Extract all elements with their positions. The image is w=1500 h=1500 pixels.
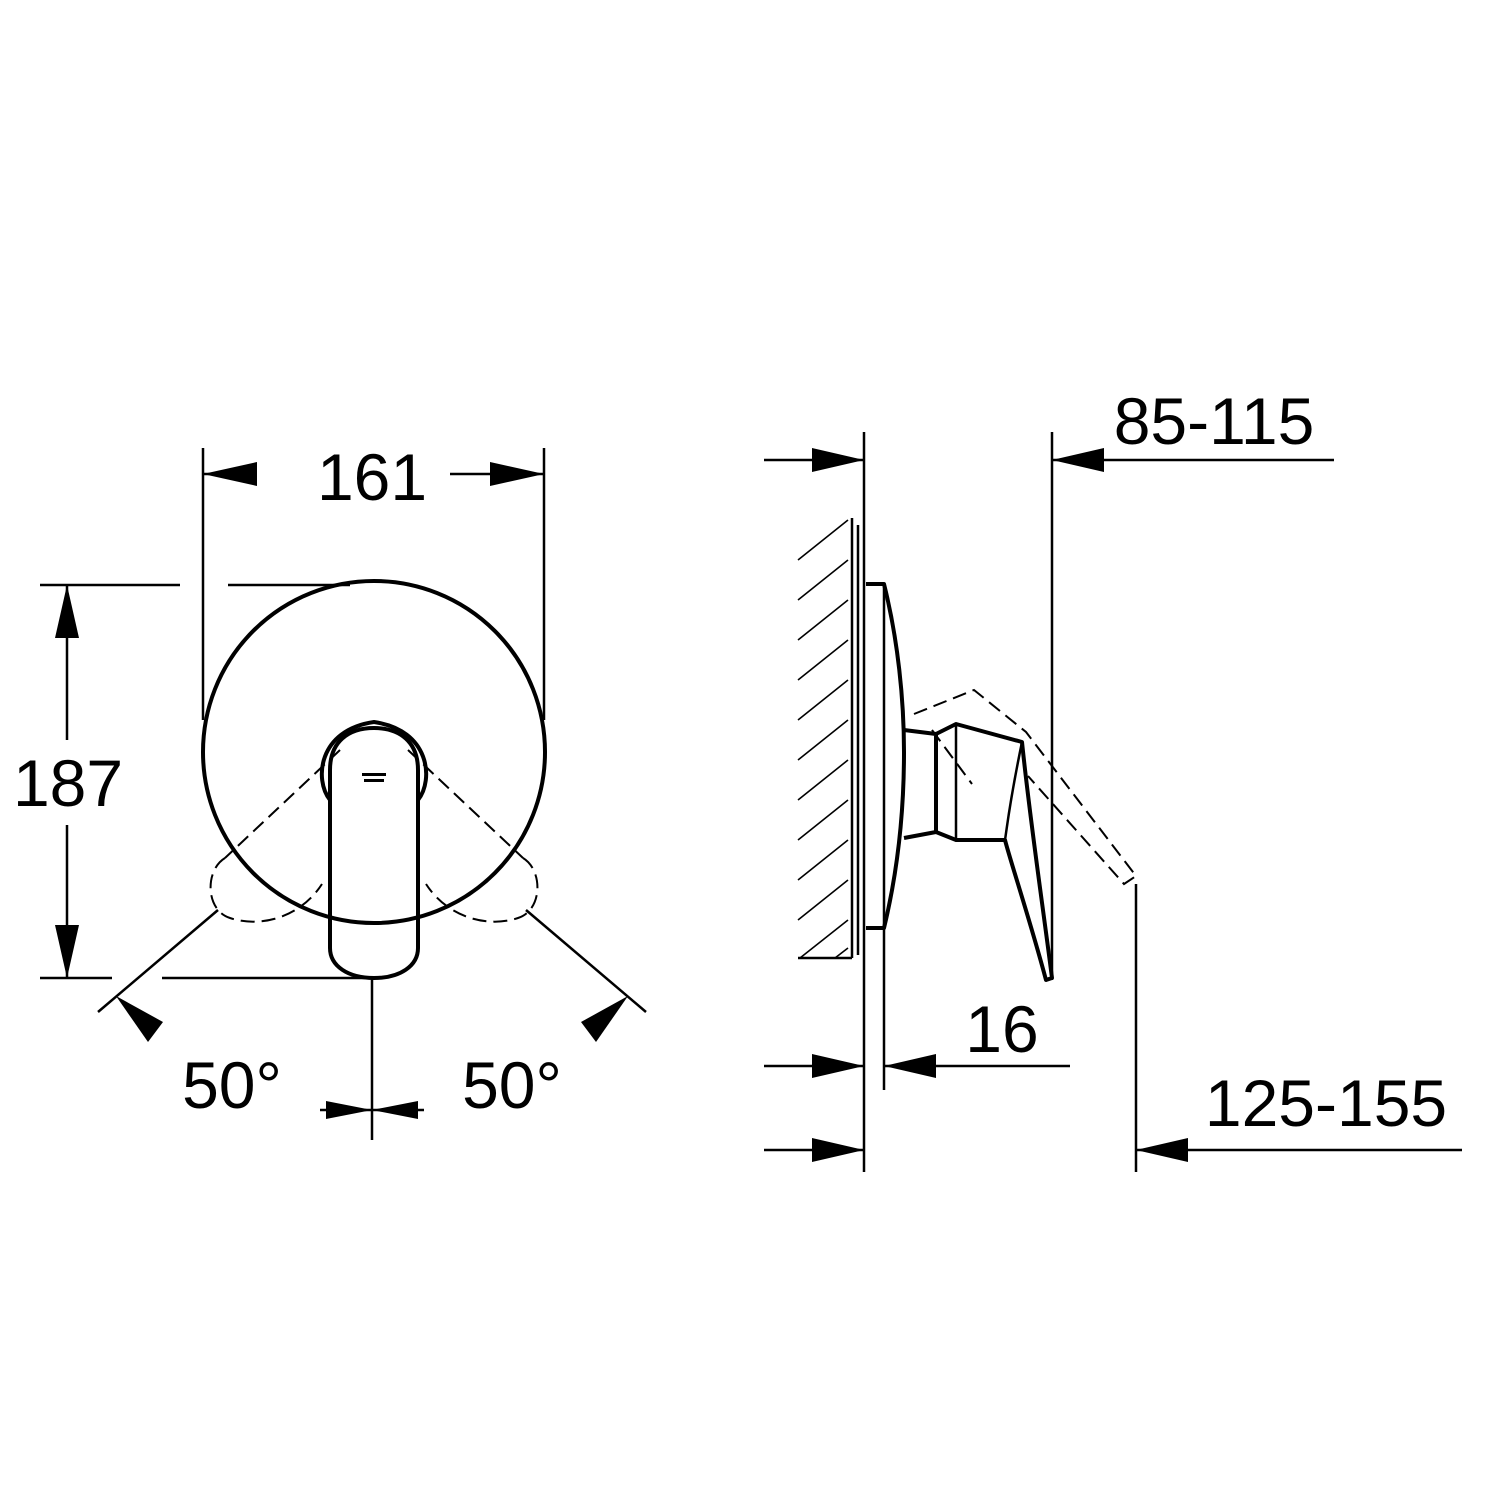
angle-left-label: 50°: [182, 1048, 282, 1122]
front-view: 161 187 50° 50°: [13, 440, 647, 1140]
width-dimension: [201, 448, 546, 720]
overall-depth-label: 125-155: [1205, 1066, 1447, 1140]
lever-depth-dimension: [764, 432, 1334, 980]
angle-dimensions: [97, 909, 647, 1140]
lever-rotation-envelope: [209, 749, 539, 923]
cover-plate-side: [866, 582, 906, 930]
rosette-plate: [201, 579, 547, 925]
plate-depth-dimension: [764, 1054, 1070, 1078]
width-label: 161: [317, 440, 427, 514]
lever-front: [328, 726, 420, 980]
side-view: 85-115 16 125-155: [764, 384, 1462, 1172]
lever-alt-position: [913, 688, 1138, 886]
height-label: 187: [13, 746, 123, 820]
lever-collar: [319, 720, 429, 802]
angle-right-label: 50°: [462, 1048, 562, 1122]
overall-depth-dimension: [764, 884, 1462, 1172]
lever-depth-label: 85-115: [1114, 384, 1315, 458]
brand-logo-icon: [362, 773, 386, 782]
wall-hatching: [797, 519, 852, 960]
plate-depth-label: 16: [965, 992, 1038, 1066]
height-dimension: [40, 583, 372, 980]
lever-side: [903, 728, 938, 840]
